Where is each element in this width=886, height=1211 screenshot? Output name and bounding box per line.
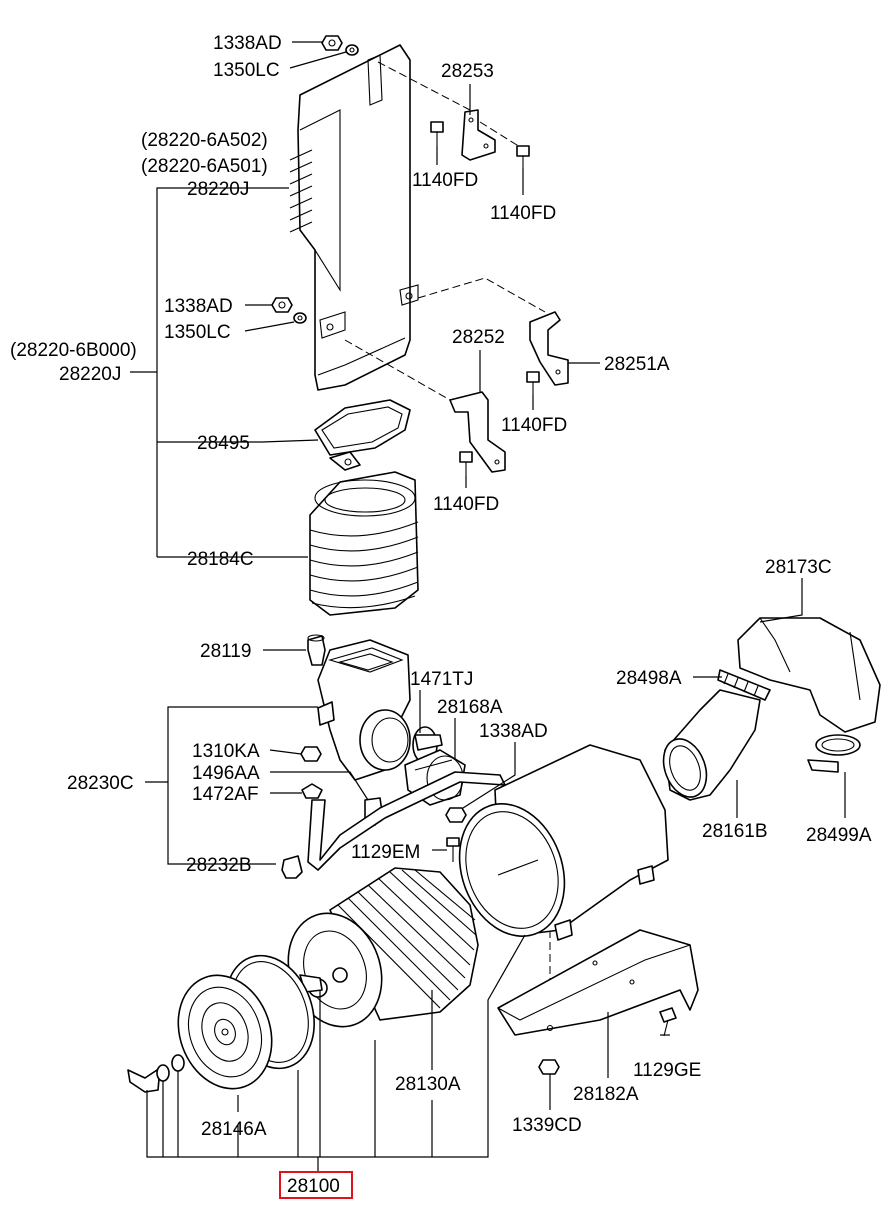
- plug-28119: [307, 634, 326, 666]
- cap-28232B: [281, 855, 303, 879]
- label-28220J-top: 28220J: [187, 179, 249, 200]
- label-1140FD-a: 1140FD: [412, 170, 478, 191]
- label-1339CD: 1339CD: [512, 1115, 582, 1136]
- filter-28130A: [287, 867, 479, 1028]
- label-1350LC-mid: 1350LC: [164, 322, 231, 343]
- nut-1339CD: [538, 1059, 560, 1075]
- label-28100[interactable]: 28100: [287, 1176, 340, 1197]
- wingnut-washers: [127, 1054, 185, 1093]
- label-1350LC-top: 1350LC: [213, 60, 280, 81]
- label-28251A: 28251A: [604, 354, 670, 375]
- label-1496AA: 1496AA: [192, 763, 260, 784]
- label-28130A: 28130A: [395, 1074, 461, 1095]
- assembly-28100[interactable]: 28100: [279, 1171, 353, 1199]
- label-28146A: 28146A: [201, 1119, 267, 1140]
- label-28230C: 28230C: [67, 773, 134, 794]
- label-28220-6A501: (28220-6A501): [141, 156, 268, 177]
- bracket-28252: [449, 391, 506, 473]
- label-1140FD-b: 1140FD: [490, 203, 556, 224]
- label-1338AD-low: 1338AD: [479, 721, 548, 742]
- clamp-1471TJ: [412, 726, 443, 764]
- label-28220J-mid: 28220J: [59, 364, 121, 385]
- intake-28230C: [317, 639, 411, 781]
- label-1129GE: 1129GE: [633, 1060, 701, 1081]
- cover-28146A: [177, 954, 315, 1090]
- label-1338AD-mid: 1338AD: [164, 296, 233, 317]
- label-1310KA: 1310KA: [192, 741, 260, 762]
- label-28161B: 28161B: [702, 821, 768, 842]
- label-28498A: 28498A: [616, 668, 682, 689]
- bracket-28182A: [497, 929, 699, 1036]
- label-1140FD-c: 1140FD: [501, 415, 567, 436]
- label-28253: 28253: [441, 61, 494, 82]
- label-1129EM: 1129EM: [351, 842, 420, 863]
- label-28252: 28252: [452, 327, 505, 348]
- clamp-28499A: [807, 734, 861, 773]
- label-28232B: 28232B: [186, 855, 252, 876]
- breather-hose: [307, 771, 506, 871]
- bolt-1129EM: [446, 837, 460, 862]
- nut-1338AD-low: [445, 807, 467, 823]
- clamp-28495: [314, 399, 411, 471]
- duct-upper-28220J: [289, 44, 419, 391]
- callout-labels: 1338AD 1350LC 28253 (28220-6A502) (28220…: [10, 33, 872, 1140]
- label-28499A: 28499A: [806, 825, 872, 846]
- fitting-1472AF: [301, 783, 323, 799]
- label-1472AF: 1472AF: [192, 784, 259, 805]
- label-28119: 28119: [200, 641, 251, 662]
- bellows-28184C: [309, 471, 419, 616]
- nut-1310KA: [300, 746, 322, 762]
- label-28495: 28495: [197, 433, 250, 454]
- assembly-highlight-box: [279, 1171, 353, 1199]
- bracket-28251A: [529, 311, 569, 386]
- bracket-28253: [461, 109, 496, 161]
- bolts-1140FD-top: [430, 121, 530, 168]
- hose-28161B: [662, 689, 761, 801]
- label-28184C: 28184C: [187, 549, 254, 570]
- label-28220-6A502: (28220-6A502): [141, 130, 268, 151]
- label-1338AD-top: 1338AD: [213, 33, 282, 54]
- label-28182A: 28182A: [573, 1084, 639, 1105]
- bolt-1129GE: [659, 1007, 677, 1037]
- duct-28173C: [737, 617, 881, 733]
- leader-lines: [130, 41, 846, 1172]
- label-28173C: 28173C: [765, 557, 832, 578]
- bolts-1140FD-mid: [459, 371, 540, 476]
- aircleaner-body: [458, 744, 669, 941]
- label-28168A: 28168A: [437, 697, 503, 718]
- label-28220-6B000: (28220-6B000): [10, 340, 137, 361]
- label-1471TJ: 1471TJ: [410, 669, 473, 690]
- label-1140FD-d: 1140FD: [433, 494, 499, 515]
